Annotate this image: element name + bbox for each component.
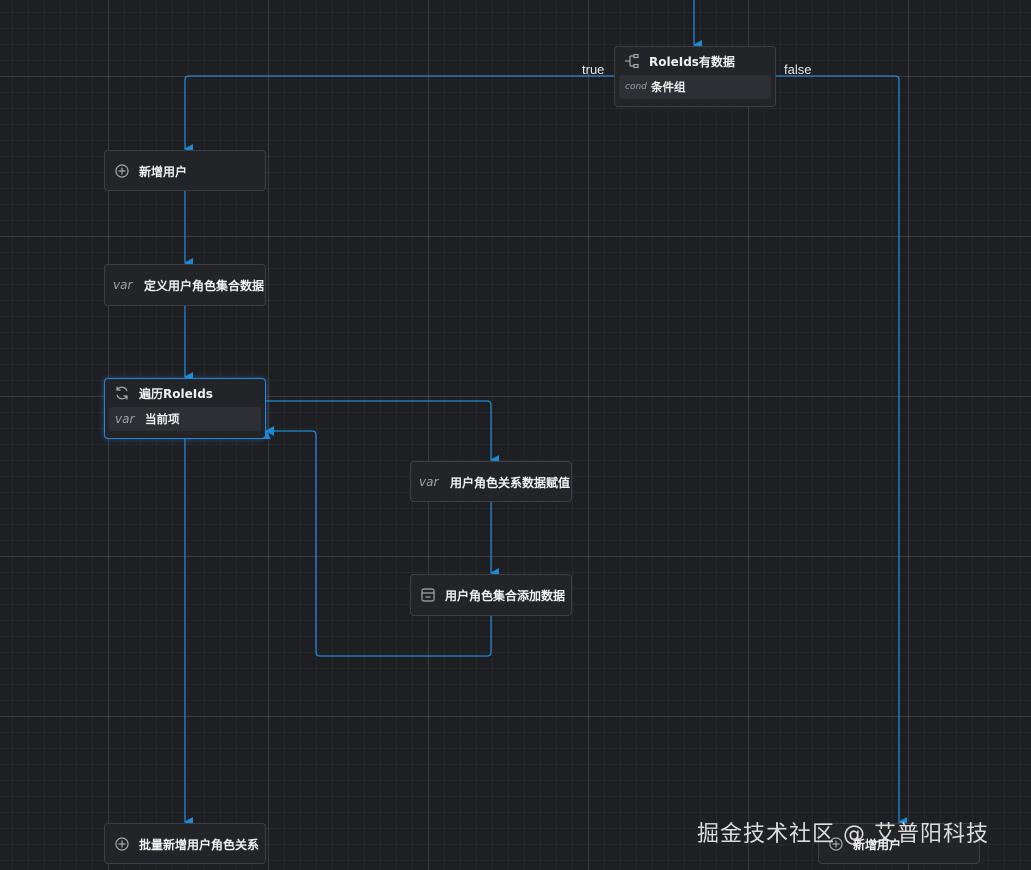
loop-current-item-label: 当前项	[145, 412, 180, 426]
edge-false-branch[interactable]	[774, 75, 907, 827]
batch-add-title: 批量新增用户角色关系	[139, 837, 260, 852]
condition-node[interactable]: RoleIds有数据 cond 条件组	[614, 46, 776, 107]
assign-variable-title: 用户角色关系数据赋值	[450, 475, 571, 490]
edge-true-branch[interactable]	[184, 75, 614, 154]
edge-loop-back[interactable]	[261, 430, 492, 657]
loop-node-title: 遍历RoleIds	[139, 386, 213, 401]
edge-loop-to-assign[interactable]	[266, 400, 499, 465]
branch-icon	[623, 52, 641, 70]
add-user-false-node[interactable]: 新增用户	[818, 823, 980, 864]
plus-circle-icon	[827, 835, 845, 853]
plus-circle-icon	[113, 835, 131, 853]
loop-node[interactable]: 遍历RoleIds var 当前项	[104, 378, 266, 439]
collection-add-icon	[419, 586, 437, 604]
loop-back-arrowhead	[265, 426, 274, 436]
condition-node-title: RoleIds有数据	[649, 54, 735, 69]
batch-add-node[interactable]: 批量新增用户角色关系	[104, 823, 266, 864]
loop-current-item-row[interactable]: var 当前项	[109, 407, 261, 431]
var-tag: var	[113, 278, 133, 292]
watermark: 掘金技术社区 @ 艾普阳科技	[697, 822, 989, 847]
assign-variable-node[interactable]: var 用户角色关系数据赋值	[410, 461, 572, 502]
add-user-title: 新增用户	[139, 164, 188, 179]
add-user-node[interactable]: 新增用户	[104, 150, 266, 191]
define-variable-node[interactable]: var 定义用户角色集合数据	[104, 264, 266, 306]
condition-group-row[interactable]: cond 条件组	[619, 75, 771, 99]
loop-refresh-icon	[113, 384, 131, 402]
plus-circle-icon	[113, 162, 131, 180]
collection-add-node[interactable]: 用户角色集合添加数据	[410, 574, 572, 616]
var-tag: var	[115, 412, 135, 426]
define-variable-title: 定义用户角色集合数据	[144, 278, 265, 293]
condition-node-header: RoleIds有数据	[615, 47, 775, 75]
condition-group-label: 条件组	[651, 80, 686, 94]
var-tag: var	[419, 475, 439, 489]
false-branch-label: false	[784, 62, 812, 77]
add-user-false-title: 新增用户	[853, 837, 902, 852]
cond-tag: cond	[625, 82, 647, 92]
collection-add-title: 用户角色集合添加数据	[445, 588, 566, 603]
true-branch-label: true	[582, 62, 605, 77]
